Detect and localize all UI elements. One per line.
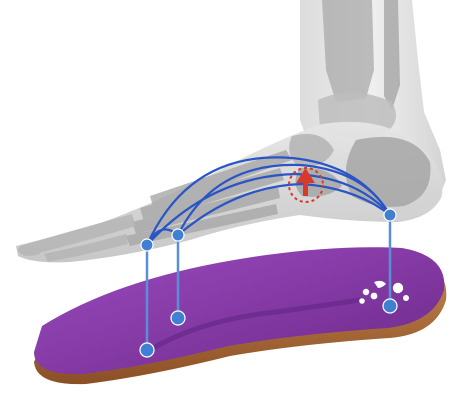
insole (34, 247, 446, 384)
dot-arch-heel (384, 209, 396, 221)
dot-insole-heel (383, 299, 397, 313)
dot-insole-mid (171, 311, 185, 325)
foot (16, 122, 442, 263)
dot-arch-mid (172, 229, 184, 241)
dot-arch-front (141, 239, 153, 251)
dot-insole-front (140, 343, 154, 357)
insole-top-surface (34, 247, 444, 374)
